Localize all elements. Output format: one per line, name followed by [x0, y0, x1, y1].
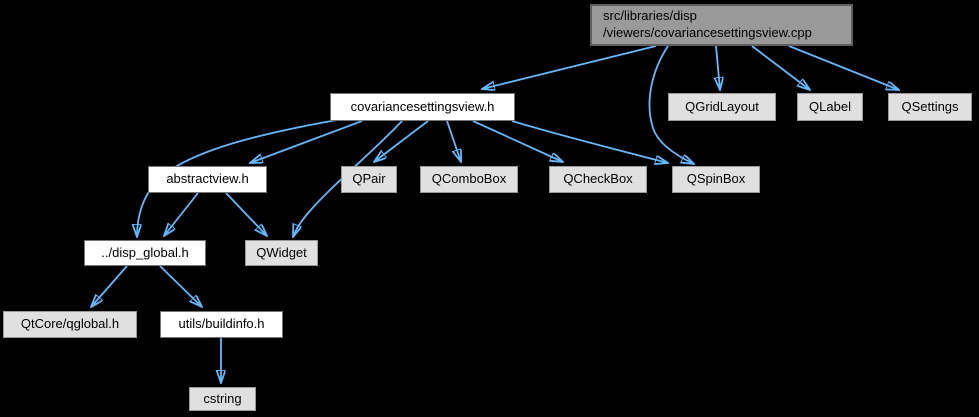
- node-qgridlayout: QGridLayout: [668, 93, 776, 121]
- edge-covariancesettingsview-h-to-qpair: [374, 120, 429, 162]
- edge-main-to-qlabel: [751, 45, 810, 90]
- edge-covariancesettingsview-h-to-qwidget: [293, 120, 403, 237]
- edge-main-to-qspinbox: [648, 45, 694, 164]
- node-qcheckbox: QCheckBox: [549, 166, 647, 193]
- edge-covariancesettingsview-h-to-qspinbox: [511, 120, 668, 163]
- node-qpair: QPair: [341, 166, 397, 193]
- edge-abstractview-h-to-qwidget: [225, 192, 267, 236]
- node-abstractview-h[interactable]: abstractview.h: [148, 166, 267, 193]
- edge-covariancesettingsview-h-to-qcombobox: [446, 120, 461, 162]
- edge-disp-global-h-to-utils-buildinfo-h: [159, 265, 202, 307]
- edge-main-to-qgridlayout: [716, 45, 720, 90]
- edge-main-to-qsettings: [788, 45, 899, 90]
- node-utils-buildinfo-h[interactable]: utils/buildinfo.h: [160, 311, 283, 338]
- edge-covariancesettingsview-h-to-abstractview-h: [250, 120, 363, 163]
- edge-covariancesettingsview-h-to-qcheckbox: [472, 120, 563, 162]
- node-qtcore-qglobal-h: QtCore/qglobal.h: [3, 311, 137, 338]
- node-covariancesettingsview-h[interactable]: covariancesettingsview.h: [330, 93, 515, 121]
- node-disp-global-h[interactable]: ../disp_global.h: [84, 240, 206, 266]
- node-qwidget: QWidget: [245, 240, 318, 266]
- node-qlabel: QLabel: [797, 93, 863, 121]
- node-qcombobox: QComboBox: [420, 166, 518, 193]
- node-qsettings: QSettings: [888, 93, 972, 121]
- edge-abstractview-h-to-disp-global-h: [164, 192, 199, 236]
- edge-disp-global-h-to-qtcore-qglobal-h: [91, 265, 128, 307]
- edge-main-to-covariancesettingsview-h: [482, 45, 657, 89]
- node-main-cpp: src/libraries/disp /viewers/covariancese…: [590, 4, 853, 46]
- node-cstring: cstring: [189, 387, 256, 411]
- node-qspinbox: QSpinBox: [672, 166, 760, 193]
